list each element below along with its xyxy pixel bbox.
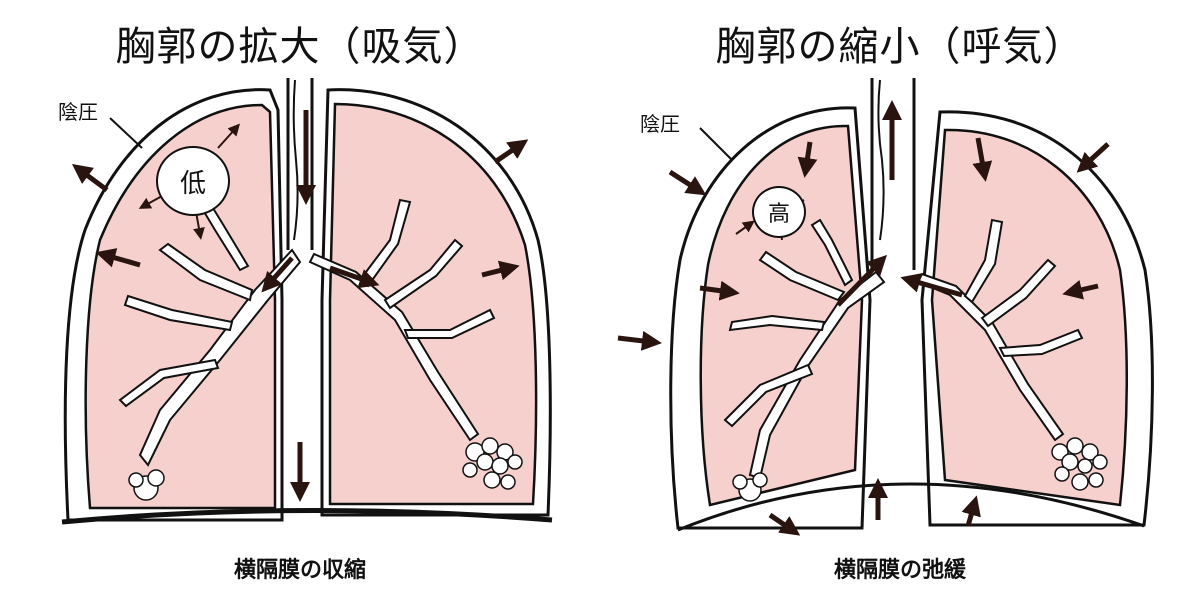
right-panel-right-bronchial-tree bbox=[723, 218, 886, 480]
right-panel-trachea bbox=[870, 78, 916, 270]
exhalation-arrows bbox=[617, 100, 1110, 536]
right-panel-right-alveoli bbox=[732, 472, 768, 502]
right-panel-left-bronchial-tree bbox=[916, 218, 1084, 442]
inhalation-arrows bbox=[71, 110, 529, 502]
high-pressure-text: 高 bbox=[767, 202, 790, 227]
high-pressure-bubble: 高 bbox=[752, 186, 806, 238]
low-pressure-bubble: 低 bbox=[156, 146, 230, 216]
left-alveoli bbox=[462, 437, 523, 490]
right-alveoli bbox=[128, 469, 165, 501]
inhalation-diagram bbox=[61, 78, 553, 525]
exhalation-panel: 胸郭の縮小（呼気） bbox=[600, 0, 1200, 609]
left-bronchial-tree bbox=[308, 198, 496, 442]
right-panel-diaphragm bbox=[677, 482, 1145, 532]
right-bronchial-tree bbox=[118, 198, 302, 467]
negative-pressure-label: 陰圧 bbox=[58, 100, 98, 124]
low-pressure-text: 低 bbox=[179, 168, 206, 199]
exhalation-diagram bbox=[617, 78, 1154, 536]
left-lung bbox=[328, 102, 538, 506]
right-panel-negative-pressure-label: 陰圧 bbox=[640, 112, 680, 136]
inhalation-panel: 胸郭の拡大（吸気） bbox=[58, 24, 553, 583]
exhalation-title: 胸郭の縮小（呼気） bbox=[715, 24, 1085, 70]
trachea bbox=[286, 78, 314, 250]
right-panel-left-lung bbox=[930, 128, 1128, 507]
right-panel-left-alveoli bbox=[1051, 437, 1108, 491]
inhalation-caption: 横隔膜の収縮 bbox=[233, 558, 366, 583]
diaphragm bbox=[61, 507, 553, 525]
exhalation-caption: 横隔膜の弛緩 bbox=[833, 558, 966, 583]
inhalation-title: 胸郭の拡大（吸気） bbox=[115, 24, 485, 70]
